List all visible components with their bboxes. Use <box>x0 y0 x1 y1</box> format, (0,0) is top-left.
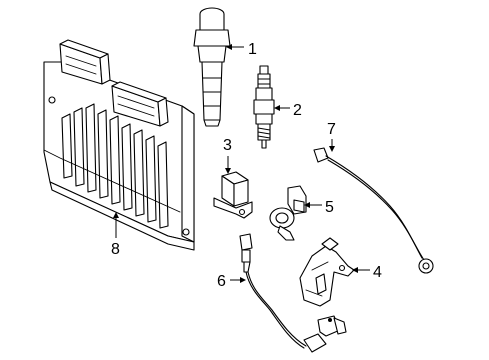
callouts: 1 2 3 5 7 4 6 8 <box>111 41 382 290</box>
callout-1: 1 <box>248 41 257 58</box>
knock-sensor-harness <box>313 147 434 274</box>
crank-sensor-harness <box>239 233 347 353</box>
cam-sensor <box>269 185 307 241</box>
mounting-bracket <box>299 237 355 307</box>
callout-5: 5 <box>325 199 334 216</box>
spark-plug <box>253 65 275 149</box>
ignition-coil <box>193 7 231 127</box>
callout-3: 3 <box>223 137 232 154</box>
callout-4: 4 <box>373 264 382 281</box>
callout-6: 6 <box>217 273 226 290</box>
sensor-module <box>213 171 253 219</box>
callout-2: 2 <box>293 102 302 119</box>
callout-8: 8 <box>111 241 120 258</box>
ecu-module <box>43 39 195 251</box>
callout-7: 7 <box>327 121 336 138</box>
